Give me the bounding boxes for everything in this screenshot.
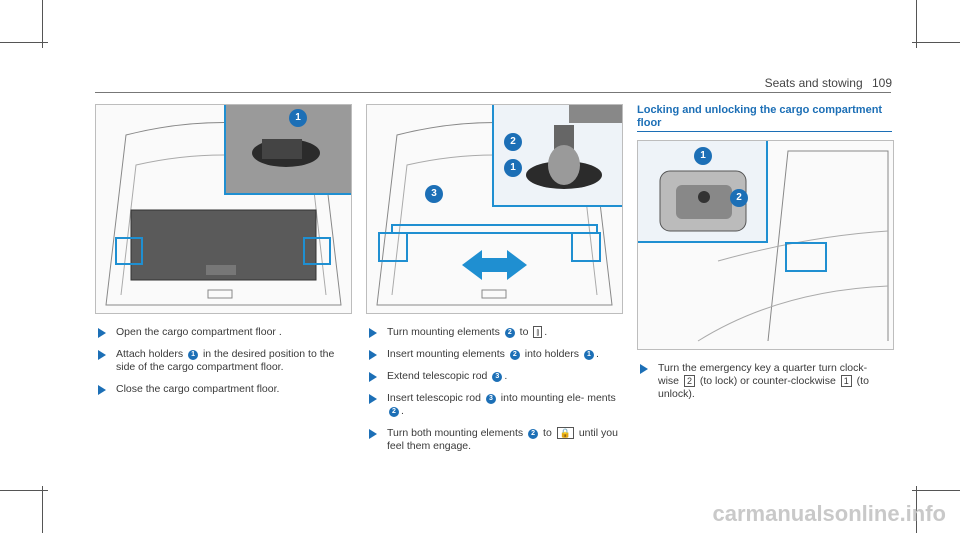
arrow-icon [98,328,106,338]
arrow-icon [640,364,648,374]
step-text: . [401,405,404,417]
header-rule [95,92,891,93]
arrow-icon [369,372,377,382]
unlock-symbol-icon: ⫾ [533,326,543,338]
callout-ref: 1 [188,350,199,360]
lock-icon: 🔒 [556,427,574,439]
step-text: Turn the emergency key a quarter turn cl… [658,362,868,387]
step-text: . [595,348,599,360]
step-text: until you feel them engage. [387,427,618,452]
arrow-icon [369,394,377,404]
crop-mark [912,490,960,491]
step-text: . [504,370,508,382]
key-position-ref: 1 [840,375,852,387]
mounting-element-detail [526,105,622,189]
holder-detail [252,139,320,167]
instructions-col2: Turn mounting elements 2 to ⫾. Insert mo… [369,326,621,462]
crop-mark [916,0,917,48]
arrow-icon [369,350,377,360]
holder-inset [224,105,351,195]
callout-ref: 2 [504,328,515,338]
arrow-icon [369,429,377,439]
arrow-icon [98,385,106,395]
section-name: Seats and stowing [764,76,863,90]
callout-2: 2 [730,189,748,207]
callout-2: 2 [504,133,522,151]
step-text: Turn mounting elements [387,326,503,338]
step: Turn the emergency key a quarter turn cl… [640,362,890,401]
step-text: Insert mounting elements [387,348,508,360]
watermark: carmanualsonline.info [712,501,947,526]
cargo-lock-illustration [697,150,889,342]
step-text: Close the cargo compartment floor. [116,383,280,395]
step-text: Turn both mounting elements [387,427,527,439]
step-text: Extend telescopic rod [387,370,491,382]
step: Close the cargo compartment floor. [98,383,346,396]
callout-3: 3 [425,185,443,203]
step: Turn mounting elements 2 to ⫾. [369,326,621,339]
step-text: into mounting ele- ments [497,392,616,404]
step-text: to [540,427,555,439]
callout-1: 1 [504,159,522,177]
figure-cargo-floor: 1 [95,104,352,314]
crop-mark [42,486,43,533]
step: Insert mounting elements 2 into holders … [369,348,621,361]
callout-ref: 2 [509,350,520,360]
callout-ref: 2 [528,429,539,439]
step: Extend telescopic rod 3. [369,370,621,383]
crop-mark [912,42,960,43]
step-text: in the desired position to the side of t… [116,348,335,373]
step: Attach holders 1 in the desired position… [98,348,346,374]
page-number: 109 [871,76,892,90]
step-text: Insert telescopic rod [387,392,484,404]
callout-ref: 3 [492,372,503,382]
step-text: Attach holders [116,348,187,360]
instructions-col3: Turn the emergency key a quarter turn cl… [640,362,890,410]
figure-lock: 1 2 [637,140,894,350]
section-title-rule [637,131,892,132]
callout-ref: 2 [389,407,399,417]
callout-1: 1 [289,109,307,127]
callout-ref: 3 [485,394,496,404]
callout-1: 1 [694,147,712,165]
step-text: into holders [521,348,582,360]
step: Open the cargo compartment floor . [98,326,346,339]
section-title: Locking and unlocking the cargo compartm… [637,104,883,129]
step-text: to [516,326,532,338]
step: Insert telescopic rod 3 into mounting el… [369,392,621,418]
figure-telescopic-rod: 2 1 3 [366,104,623,314]
step: Turn both mounting elements 2 to 🔒 until… [369,427,621,453]
lock-detail [659,170,747,232]
instructions-col1: Open the cargo compartment floor . Attac… [98,326,346,405]
arrow-icon [369,328,377,338]
crop-mark [0,490,48,491]
key-position-ref: 2 [683,375,695,387]
mounting-element-inset [492,105,622,207]
step-text: . [544,326,548,338]
step-text: (to unlock). [658,375,869,400]
running-header: Seats and stowing 109 [765,76,892,90]
crop-mark [42,0,43,48]
callout-ref: 1 [583,350,594,360]
crop-mark [0,42,48,43]
crop-mark [916,486,917,533]
arrow-icon [98,350,106,360]
step-text: (to lock) or counter-clockwise [696,375,839,387]
step-text: Open the cargo compartment floor . [116,326,282,338]
